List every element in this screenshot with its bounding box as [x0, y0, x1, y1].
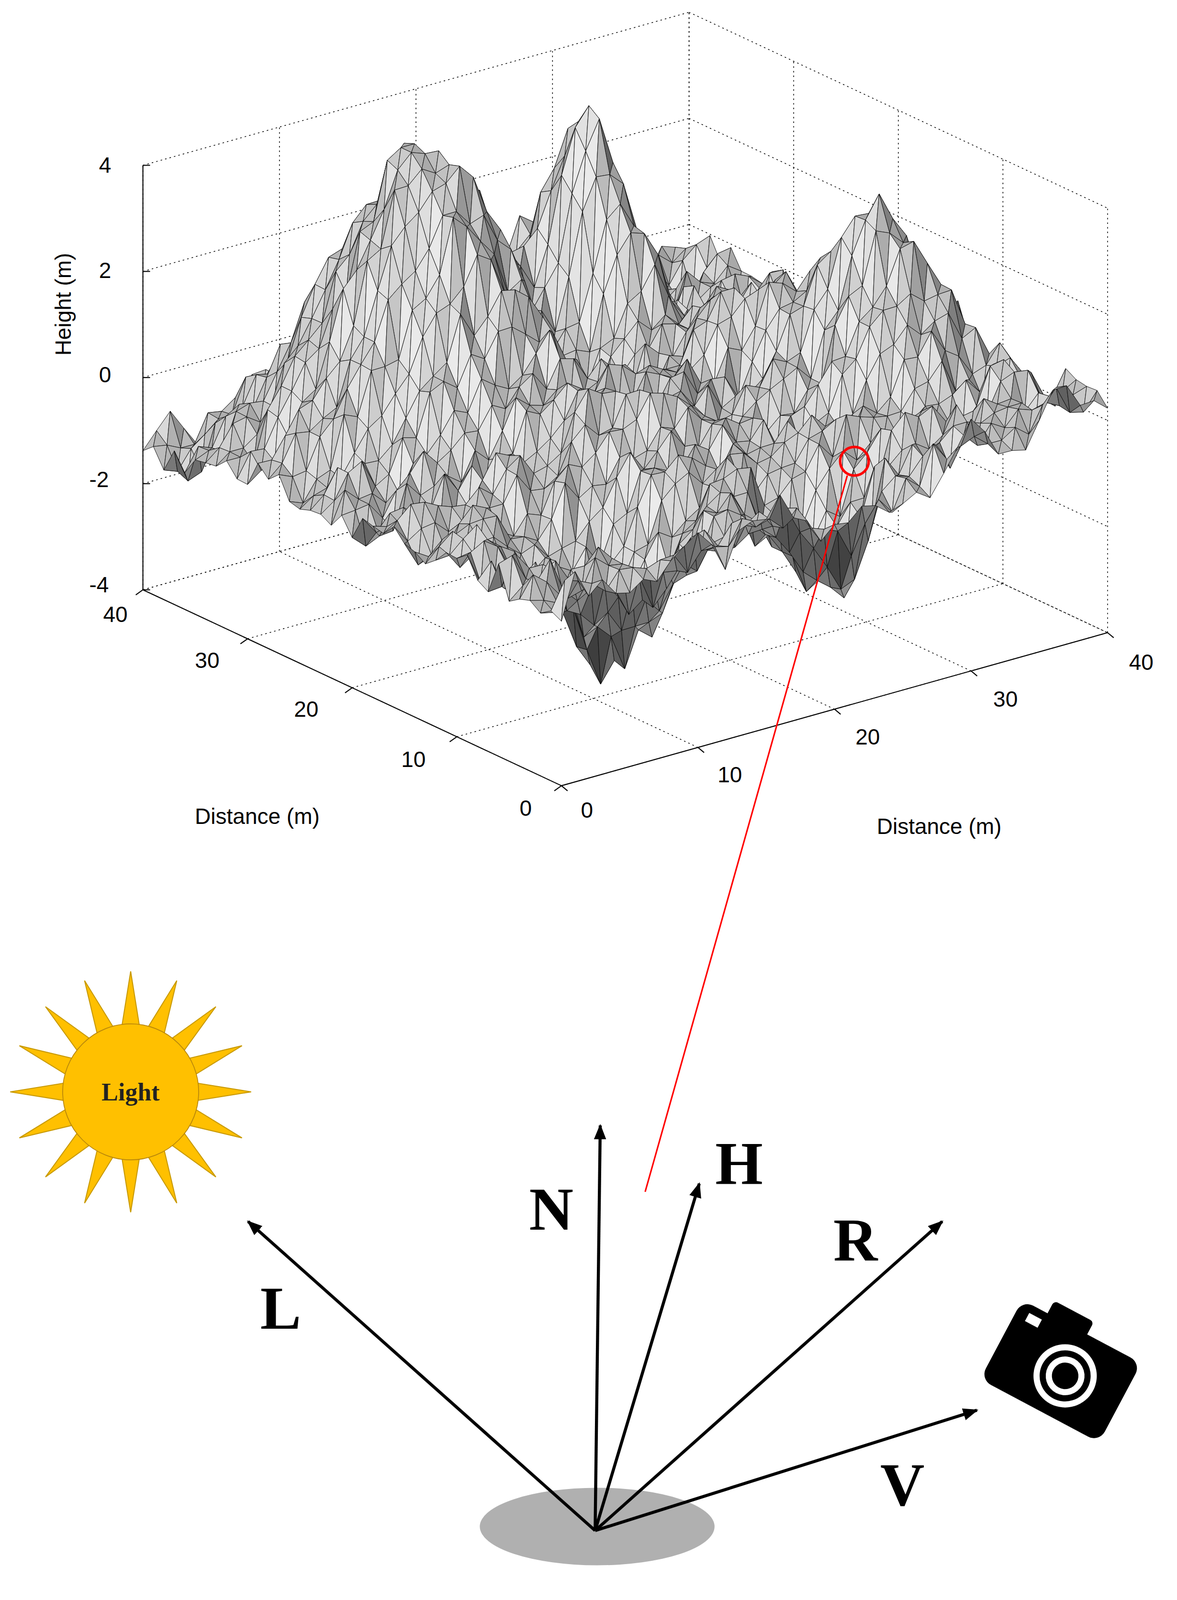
axis-line: [449, 737, 457, 743]
terrain-facet: [1093, 390, 1108, 409]
terrain-facet: [576, 322, 591, 352]
grid-line: [352, 535, 899, 689]
axis-line: [697, 747, 705, 753]
terrain-facet: [925, 381, 940, 407]
terrain-facet: [630, 225, 645, 234]
axis-line: [561, 785, 568, 792]
terrain-facet: [184, 446, 199, 482]
terrain-mesh: [143, 105, 1108, 685]
axis-line: [143, 377, 151, 379]
axis-line: [834, 709, 841, 715]
terrain-facet: [174, 450, 189, 482]
terrain-facet: [323, 378, 337, 419]
axis-line: [240, 638, 248, 645]
terrain-facet: [661, 314, 676, 325]
terrain-facet: [494, 331, 509, 390]
terrain-facet: [831, 325, 846, 362]
terrain-facet: [728, 316, 742, 351]
grid-line: [143, 12, 690, 166]
terrain-facet: [174, 450, 189, 482]
grid-line: [689, 437, 1108, 633]
axis-line: [1107, 632, 1114, 639]
terrain-facet: [384, 300, 399, 367]
grid-line: [143, 590, 562, 786]
terrain-facet: [498, 291, 513, 332]
terrain-facet: [705, 385, 719, 423]
axis-line: [345, 687, 353, 694]
terrain-facet: [153, 430, 168, 447]
terrain-facet: [229, 423, 244, 452]
axis-line: [143, 589, 151, 591]
terrain-facet: [945, 313, 960, 357]
grid-line: [561, 632, 1108, 786]
grid-line: [689, 437, 1108, 633]
plot-axes: [135, 165, 1114, 791]
axis-line: [561, 632, 1108, 786]
terrain-facet: [512, 290, 527, 335]
terrain-facet: [659, 324, 673, 358]
axis-line: [135, 590, 144, 596]
grid-line: [689, 224, 1108, 421]
axis-line: [143, 270, 151, 272]
axis-line: [143, 590, 562, 786]
terrain-facet: [595, 118, 610, 177]
terrain-facet: [508, 326, 523, 389]
terrain-facet: [442, 183, 457, 216]
axis-line: [554, 785, 562, 792]
terrain-facet: [904, 325, 919, 360]
grid-line: [279, 127, 280, 552]
terrain-facet: [371, 342, 386, 371]
terrain-facet: [565, 277, 580, 329]
terrain-facet: [411, 143, 426, 154]
terrain-facet: [875, 193, 890, 234]
terrain-facet: [700, 272, 715, 284]
axis-line: [971, 671, 978, 677]
axis-line: [143, 164, 151, 166]
grid-line: [689, 118, 1108, 314]
terrain-facet: [910, 241, 925, 302]
grid-line: [689, 12, 1108, 209]
grid-line: [279, 551, 698, 748]
terrain-facet: [167, 411, 181, 449]
terrain-facet: [780, 379, 795, 416]
box-grid: [143, 12, 1108, 787]
axis-line: [143, 483, 151, 485]
